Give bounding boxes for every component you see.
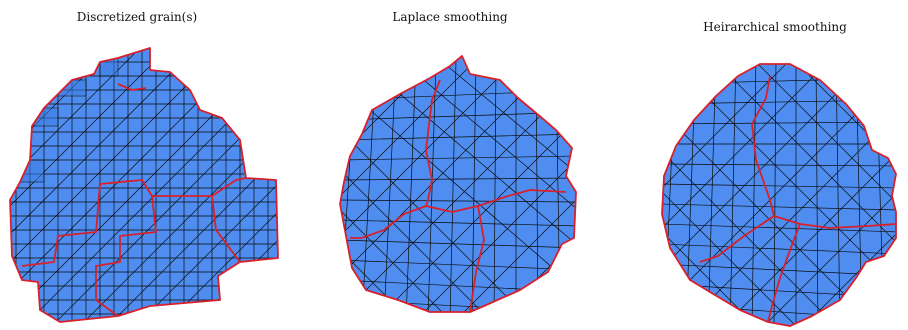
laplace-smoothed-grain-shape [339, 55, 577, 313]
panel-title-hierarchical: Heirarchical smoothing [703, 20, 847, 34]
discretized-grain-shape [9, 47, 279, 323]
panel-title-discretized: Discretized grain(s) [76, 10, 198, 24]
hierarchical-smoothed-grain-shape [661, 63, 897, 327]
panel-title-laplace: Laplace smoothing [392, 10, 508, 24]
